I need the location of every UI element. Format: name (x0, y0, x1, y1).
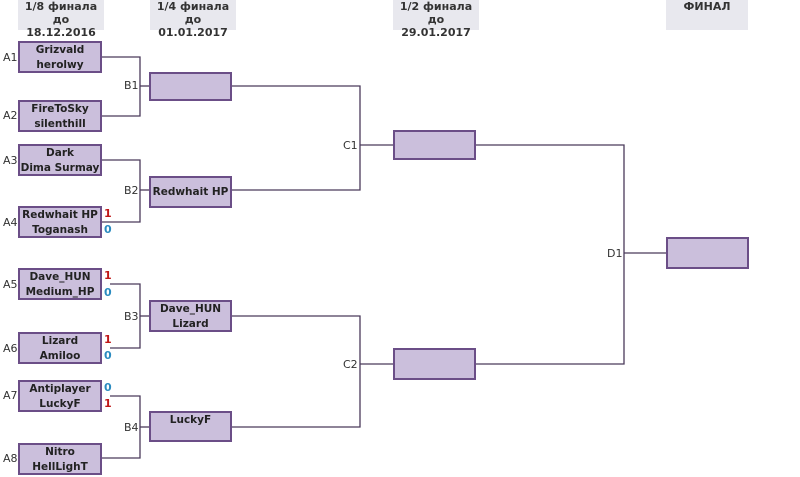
match-box-a1[interactable]: Grizvald herolwy (18, 41, 102, 73)
match-box-b2[interactable]: Redwhait HP (149, 176, 232, 208)
match-box-d1[interactable] (666, 237, 749, 269)
player-name: Antiplayer (29, 383, 91, 395)
slot-label-b3: B3 (124, 310, 139, 323)
score-a7-p1: 0 (104, 381, 112, 394)
score-a7-p2: 1 (104, 397, 112, 410)
player-name: silenthill (34, 118, 86, 130)
match-box-c2[interactable] (393, 348, 476, 380)
round-title: ФИНАЛ (683, 0, 731, 13)
match-box-b4[interactable]: LuckyF (149, 411, 232, 442)
slot-label-b1: B1 (124, 79, 139, 92)
score-a5-p1: 1 (104, 269, 112, 282)
player-name: herolwy (36, 59, 84, 71)
player-name: Dima Surmay (20, 162, 100, 174)
slot-label-a2: A2 (3, 109, 18, 122)
player-name: LuckyF (169, 414, 212, 426)
match-box-c1[interactable] (393, 130, 476, 160)
player-name: LuckyF (39, 398, 81, 410)
player-name: Amiloo (39, 350, 81, 362)
player-name: Nitro (45, 446, 75, 458)
slot-label-d1: D1 (607, 247, 623, 260)
round-header-1-2: 1/2 финала до 29.01.2017 (393, 0, 479, 39)
round-title: 1/8 финала (24, 0, 98, 13)
round-header-1-4: 1/4 финала до 01.01.2017 (150, 0, 236, 39)
player-name: HellLighT (32, 461, 88, 473)
score-a5-p2: 0 (104, 286, 112, 299)
player-name: Lizard (172, 318, 209, 330)
player-name: Dark (46, 147, 74, 159)
match-box-a5[interactable]: Dave_HUN Medium_HP (18, 268, 102, 300)
score-a6-p1: 1 (104, 333, 112, 346)
slot-label-a8: A8 (3, 452, 18, 465)
player-name: Grizvald (35, 44, 85, 56)
round-date: до 01.01.2017 (158, 13, 228, 39)
slot-label-a4: A4 (3, 216, 18, 229)
player-name: Redwhait HP (22, 209, 98, 221)
player-name: Redwhait HP (152, 186, 229, 198)
match-box-a6[interactable]: Lizard Amiloo (18, 332, 102, 364)
slot-label-a3: A3 (3, 154, 18, 167)
slot-label-a6: A6 (3, 342, 18, 355)
match-box-a4[interactable]: Redwhait HP Toganash (18, 206, 102, 238)
round-header-1-8: 1/8 финала до 18.12.2016 (18, 0, 104, 39)
player-name: Medium_HP (25, 286, 95, 298)
slot-label-b2: B2 (124, 184, 139, 197)
score-a4-p1: 1 (104, 207, 112, 220)
slot-label-b4: B4 (124, 421, 139, 434)
round-title: 1/2 финала (399, 0, 473, 13)
slot-label-c2: C2 (343, 358, 358, 371)
score-a4-p2: 0 (104, 223, 112, 236)
round-date: до 18.12.2016 (26, 13, 96, 39)
slot-label-a5: A5 (3, 278, 18, 291)
player-name: Lizard (41, 335, 79, 347)
player-name: Toganash (32, 224, 88, 236)
slot-label-c1: C1 (343, 139, 358, 152)
match-box-a7[interactable]: Antiplayer LuckyF (18, 380, 102, 412)
round-header-final: ФИНАЛ (666, 0, 748, 30)
round-date: до 29.01.2017 (401, 13, 471, 39)
slot-label-a1: A1 (3, 51, 18, 64)
player-name: Dave_HUN (29, 271, 91, 283)
match-box-b3[interactable]: Dave_HUN Lizard (149, 300, 232, 332)
round-title: 1/4 финала (156, 0, 230, 13)
score-a6-p2: 0 (104, 349, 112, 362)
player-name: FireToSky (31, 103, 89, 115)
match-box-a2[interactable]: FireToSky silenthill (18, 100, 102, 132)
slot-label-a7: A7 (3, 389, 18, 402)
player-name: Dave_HUN (159, 303, 222, 315)
match-box-a3[interactable]: Dark Dima Surmay (18, 144, 102, 176)
match-box-b1[interactable] (149, 72, 232, 101)
match-box-a8[interactable]: Nitro HellLighT (18, 443, 102, 475)
